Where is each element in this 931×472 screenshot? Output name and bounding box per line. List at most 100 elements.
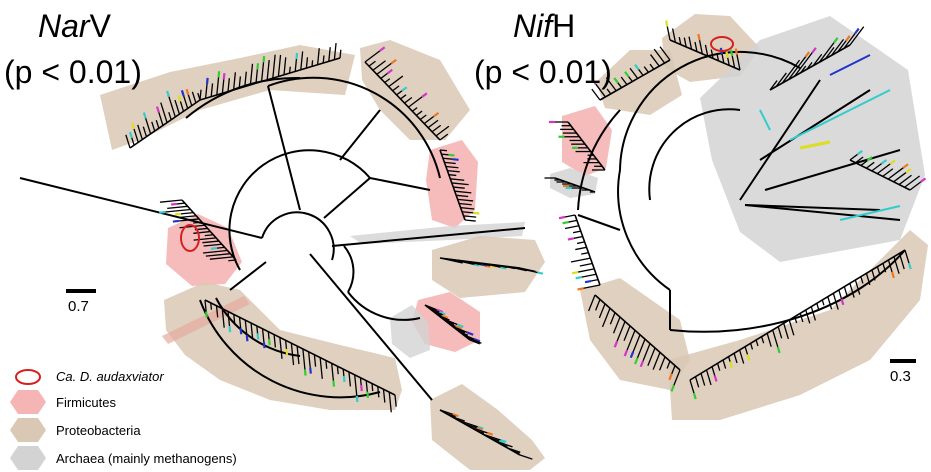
nifh-leaf-branch [898,174,912,186]
nifh-leaf-branch [893,256,900,274]
narv-proteobacteria-clade-right-top [360,40,470,140]
narv-leaf-branch [160,102,168,123]
narv-leaf-branch [273,334,277,348]
nifh-leaf-branch [653,48,666,64]
legend-firmicutes-marker [10,390,46,414]
nifh-leaf-branch [616,321,626,342]
nifh-arc-bottom-long [669,249,906,333]
narv-colored-tip [295,52,299,60]
nifh-leaf-branch [588,294,596,312]
narv-leaf-branch [448,174,457,177]
narv-tree [19,40,545,470]
legend-proteobacteria-marker [10,418,46,442]
nifh-leaf-branch [787,56,807,81]
nifh-leaf-branch [837,40,847,53]
nifh-colored-tip [804,51,811,58]
nifh-branch-archaea-1 [744,204,881,211]
nifh-leaf-branch [704,44,709,57]
narv-colored-tip [155,106,160,113]
narv-clade-backbone [364,61,441,141]
narv-leaf-branch [368,60,376,67]
narv-proteobacteria-clade-bottom-right [430,384,545,470]
nifh-colored-tip [919,177,927,183]
nifh-leaf-branch [854,279,861,295]
narv-leaf-branch [372,60,386,71]
nifh-colored-tip [665,20,669,27]
nifh-colored-tip [575,276,582,280]
narv-colored-tip [267,339,271,346]
nifh-leaves [544,20,927,400]
narv-leaf-branch [331,363,335,381]
narv-leaf-branch [131,137,135,146]
nifh-leaf-branch [722,359,727,369]
narv-leaf-branch [364,50,381,63]
narv-leaf-branch [316,48,320,65]
nifh-cyan-branches [759,89,901,221]
narv-long-branch-left [19,177,263,239]
narv-leaf-branch [168,112,172,120]
nifh-leaf-branch [623,325,631,342]
narv-clade-backbone [204,299,396,396]
nifh-leaf-branch [860,276,864,284]
narv-leaf-branch [244,71,247,87]
nifh-leaf-branch [642,343,651,361]
nifh-leaf-branch [671,365,676,375]
narv-colored-tip [452,413,459,418]
nifh-leaf-branch [573,235,583,239]
narv-leaf-branch [519,267,536,273]
narv-leaf-branch [215,305,219,318]
nifh-clade-backbone [769,44,851,91]
narv-leaf-branch [456,194,469,198]
narv-leaf-branch [469,339,481,345]
nifh-branch-archaea-5 [764,149,901,191]
nifh-leaf-branch [876,163,891,175]
narv-leaf-branch [453,186,465,189]
narv-leaf-branch [238,317,242,329]
narv-leaf-branch [441,153,449,156]
narv-leaf-branch [447,169,460,173]
narv-colored-tip [131,122,136,130]
nifh-colored-tip [634,63,640,71]
narv-leaf-branch [256,325,259,334]
nifh-leaf-branch [598,303,606,319]
narv-colored-tip [438,311,446,316]
nifh-leaf-branch [871,269,876,281]
nifh-colored-tip [634,357,639,365]
nifh-colored-tip [902,163,909,169]
narv-audaxviator-marker [180,224,200,252]
nifh-leaf-branch [731,55,736,68]
narv-colored-tip [142,112,147,119]
nifh-colored-tip [729,49,734,57]
nifh-colored-tip [880,159,888,165]
nifh-leaf-branch [666,360,671,369]
narv-colored-tip [448,153,455,157]
nifh-arc-main [619,50,801,171]
narv-leaf-branch [388,75,404,88]
narv-leaf-branch [283,57,287,75]
nifh-tree [544,14,928,420]
nifh-colored-tip [668,373,673,381]
nifh-colored-tip [613,77,619,84]
nifh-colored-tip [697,33,701,41]
nifh-clade-backbone [689,249,906,381]
narv-colored-tip [159,210,166,214]
nifh-proteobacteria-clade-bottom [668,230,928,420]
narv-leaf-branch [380,72,388,79]
nifh-colored-tip [854,27,860,35]
narv-leaf-branch [445,165,459,169]
nifh-arc-lower [617,169,671,291]
nifh-leaf-branch [650,54,660,67]
narv-leaf-branch [125,134,131,149]
narv-colored-tip [487,431,494,436]
narv-colored-tip [432,112,440,118]
nifh-branch-lower [577,214,621,231]
narv-colored-tip [180,89,185,97]
legend-label-firmicutes: Firmicutes [56,395,116,410]
nifh-arc-left-outer [577,109,621,211]
narv-leaf-branch [333,43,337,60]
narv-leaf-branch [238,76,242,89]
narv-gene-title: NarV [38,10,111,42]
nifh-leaf-branch [652,352,661,370]
nifh-leaf-branch [898,253,905,270]
nifh-leaf-branch [855,156,864,164]
